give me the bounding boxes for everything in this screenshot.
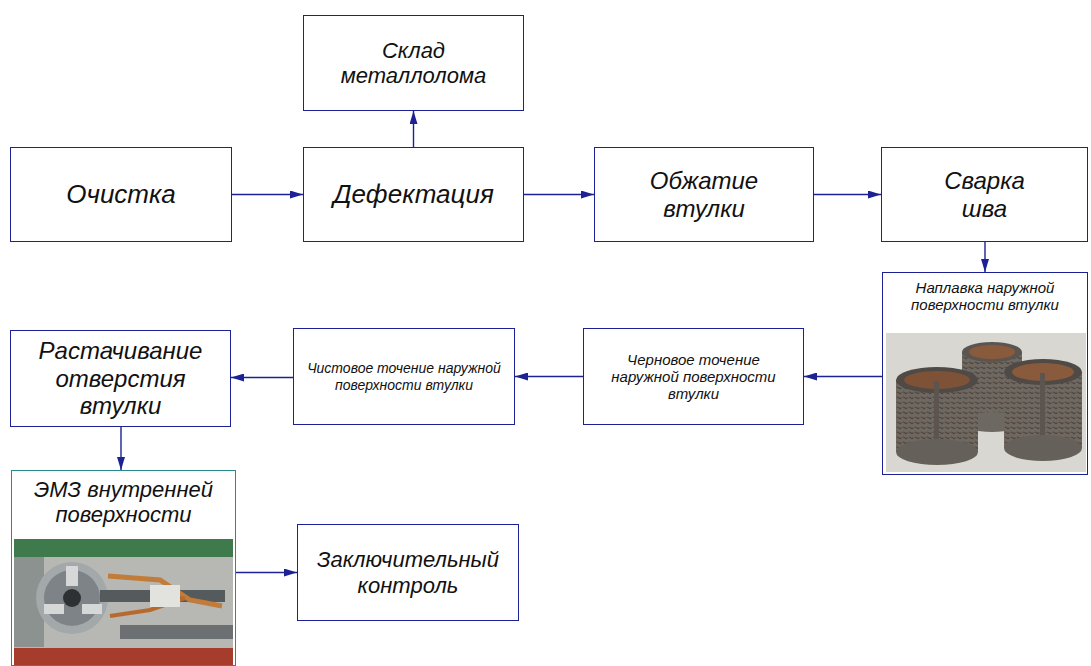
- box-label: Обжатие втулки: [639, 167, 769, 222]
- process-box: Очистка: [10, 147, 232, 242]
- box-label: Дефектация: [333, 180, 494, 210]
- flow-arrow: [515, 376, 583, 377]
- process-box: Наплавка наружной поверхности втулки: [882, 272, 1088, 475]
- process-box: Склад металлолома: [303, 15, 524, 111]
- box-label: Растачивание отверстия втулки: [21, 337, 221, 420]
- flow-arrow: [804, 376, 882, 377]
- box-label: Сварка шва: [930, 167, 1040, 222]
- box-label: Склад металлолома: [329, 38, 499, 89]
- process-box: Сварка шва: [881, 147, 1088, 242]
- process-box: Чистовое точение наружной поверхности вт…: [293, 328, 515, 425]
- box-label: Заключительный контроль: [308, 547, 508, 598]
- flow-arrow: [814, 194, 881, 195]
- process-box: Заключительный контроль: [297, 524, 519, 621]
- process-box: ЭМЗ внутренней поверхности: [11, 470, 236, 666]
- process-box: Черновое точение наружной поверхности вт…: [583, 328, 804, 425]
- bushing-photo: [886, 333, 1086, 472]
- process-box: Дефектация: [303, 147, 524, 242]
- box-label: Наплавка наружной поверхности втулки: [889, 279, 1081, 314]
- flow-arrow: [236, 572, 297, 573]
- process-box: Обжатие втулки: [594, 147, 814, 242]
- flow-arrow: [984, 242, 985, 272]
- lathe-photo: [14, 539, 233, 666]
- box-label: ЭМЗ внутренней поверхности: [18, 477, 229, 528]
- flow-arrow: [232, 194, 303, 195]
- box-label: Очистка: [66, 180, 176, 210]
- box-label: Чистовое точение наружной поверхности вт…: [304, 360, 504, 392]
- flow-arrow: [120, 427, 121, 470]
- flow-arrow: [231, 377, 293, 378]
- flow-arrow: [524, 194, 594, 195]
- process-box: Растачивание отверстия втулки: [10, 330, 231, 427]
- flow-arrow: [413, 111, 414, 147]
- box-label: Черновое точение наружной поверхности вт…: [599, 351, 789, 403]
